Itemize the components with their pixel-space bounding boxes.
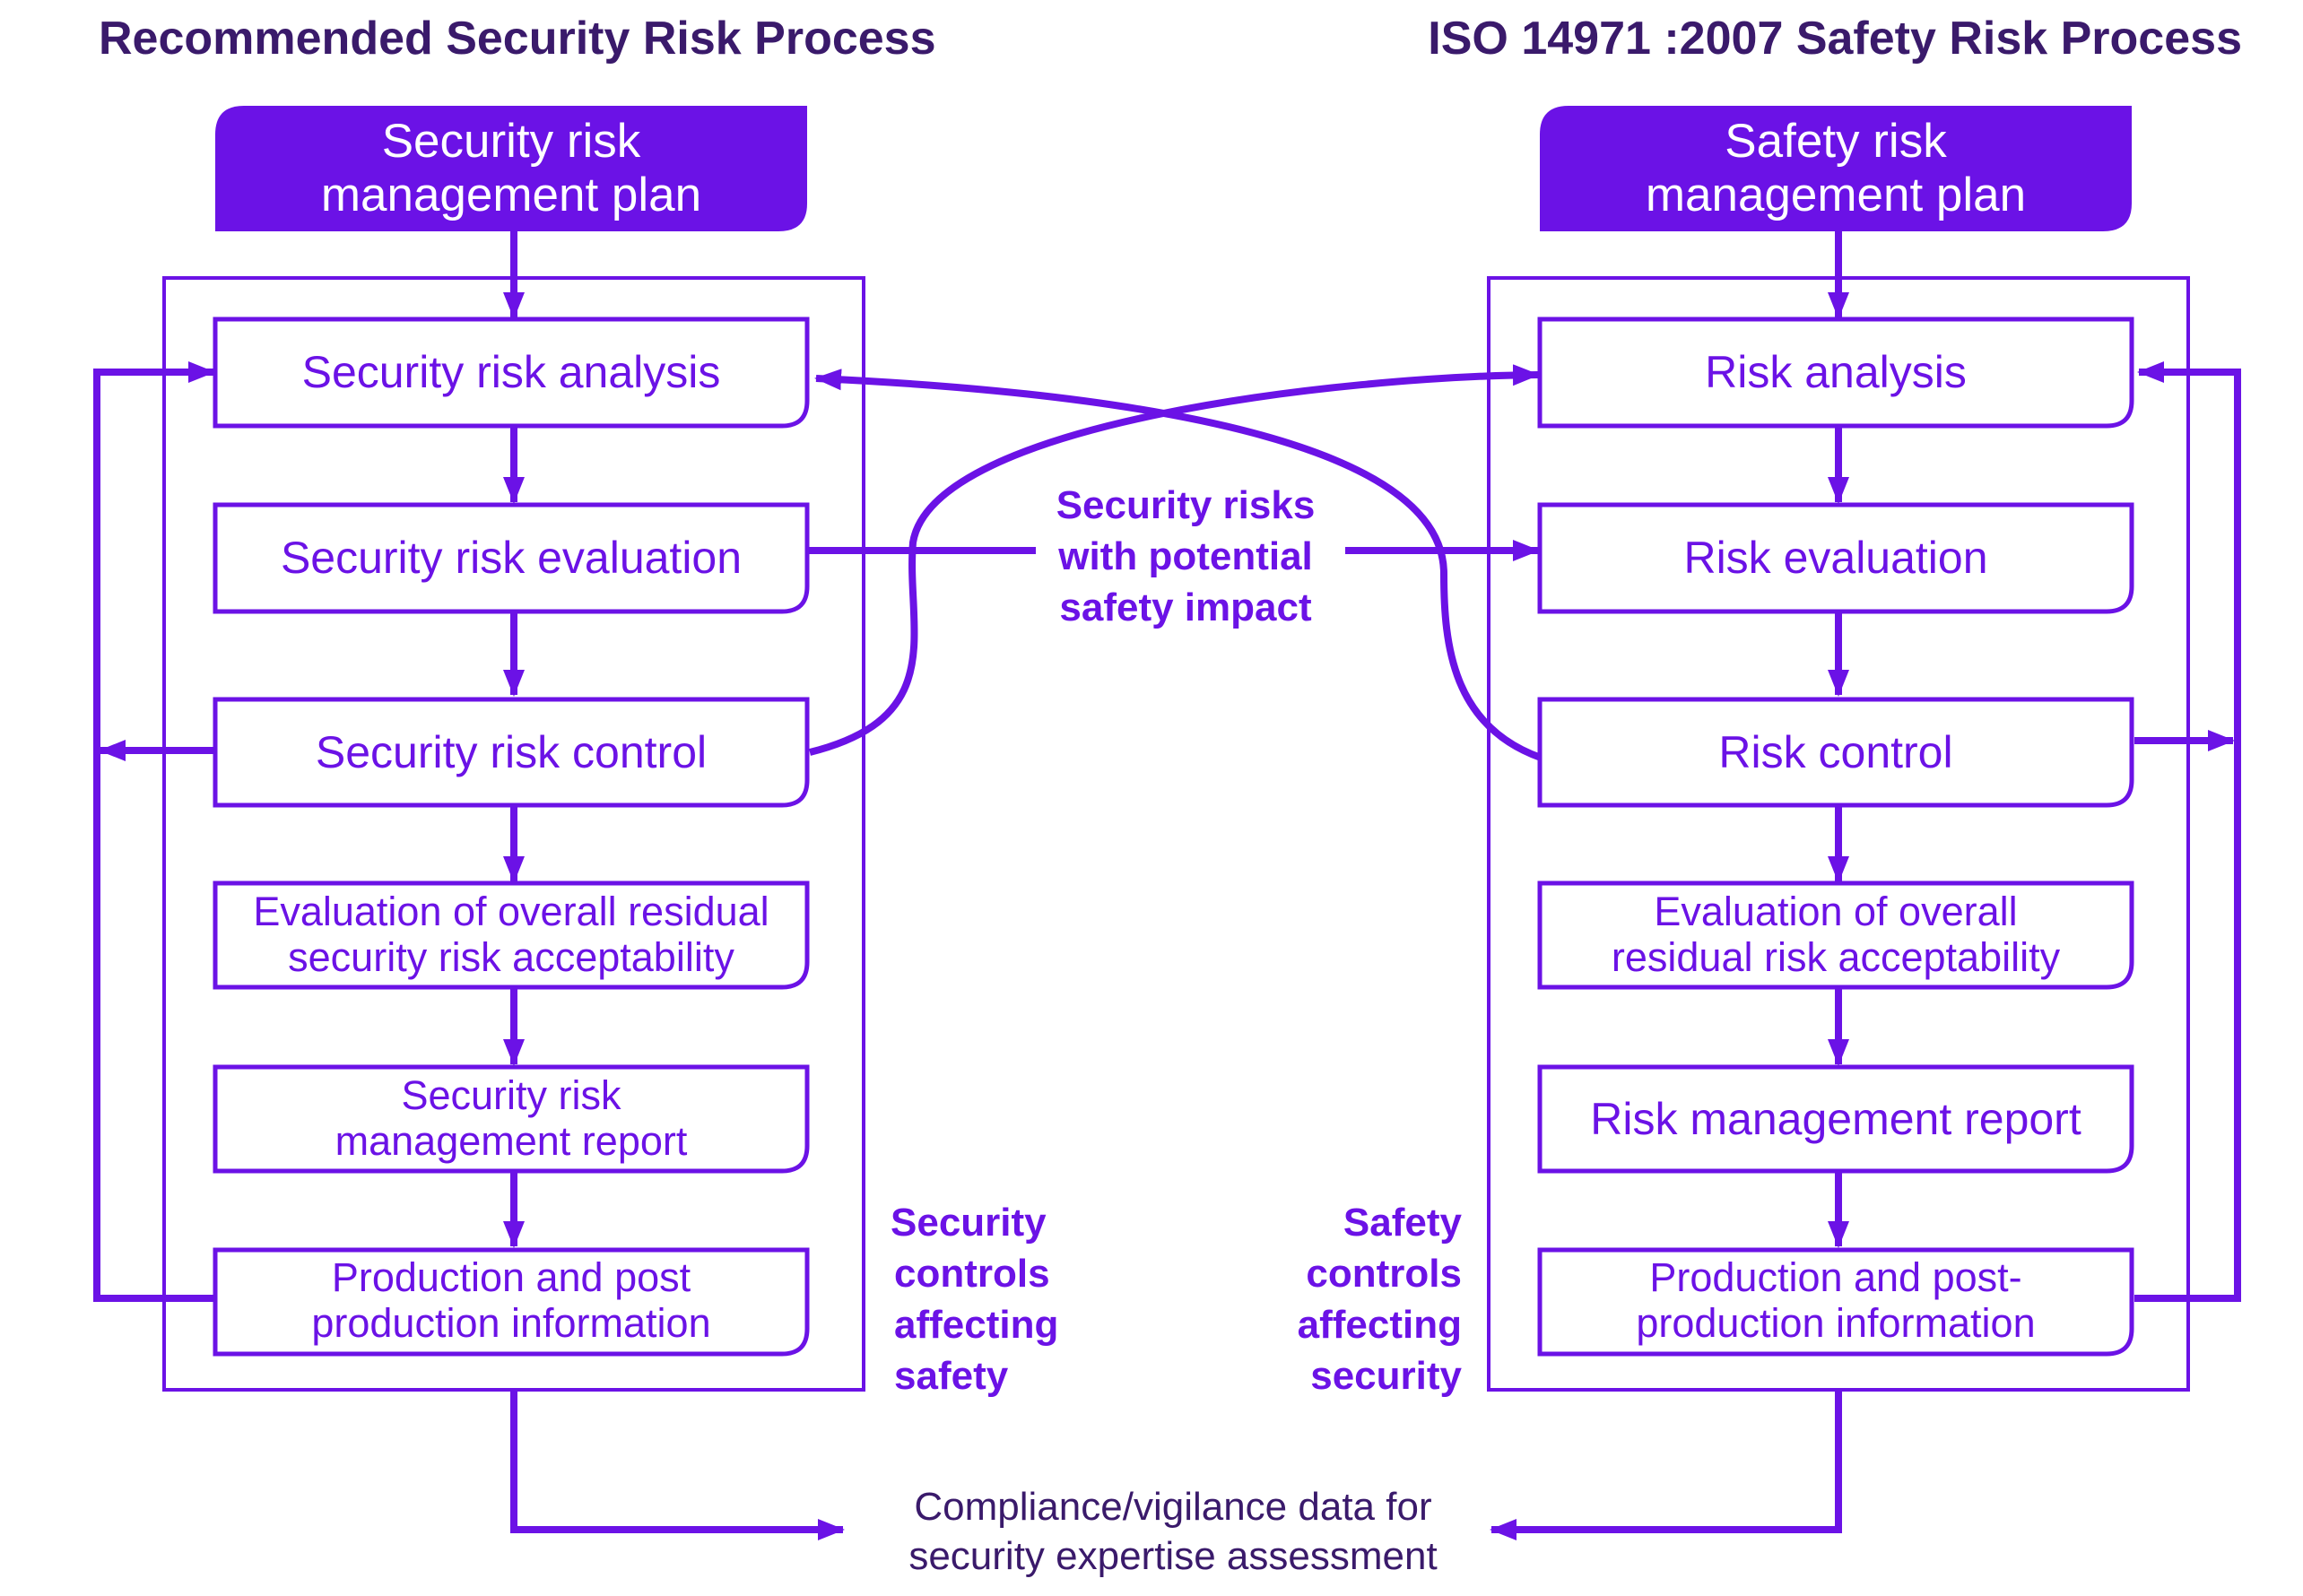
right-plan-header-box — [1540, 106, 2132, 231]
left-step-label-security-risk-analysis: Security risk analysis — [302, 347, 721, 397]
right-step-label-risk-control: Risk control — [1718, 727, 1952, 777]
left-step-box-security-risk-control — [213, 697, 810, 808]
right-step-box-management-report — [1537, 1064, 2134, 1174]
right-controls-label-line1: Safety — [1343, 1201, 1463, 1245]
right-step-label-residual-line2: residual risk acceptability — [1612, 934, 2061, 980]
left-controls-label-line1: Security — [891, 1201, 1047, 1245]
right-step-label-residual-line1: Evaluation of overall — [1654, 889, 2017, 934]
left-step-box-security-risk-evaluation — [213, 502, 810, 614]
right-controls-label-line3: affecting — [1298, 1303, 1462, 1347]
right-feedback-loop — [2134, 361, 2241, 1302]
right-step-box-production-information — [1537, 1247, 2134, 1357]
left-step-box-security-risk-analysis — [213, 317, 810, 429]
left-plan-header-line1: Security risk — [382, 115, 641, 168]
right-to-compliance-arrow — [1490, 1390, 1842, 1540]
left-step-label-production-line2: production information — [311, 1300, 710, 1346]
left-controls-label-line2: controls — [894, 1252, 1050, 1296]
right-step-box-risk-analysis — [1537, 317, 2134, 429]
center-label-line3: safety impact — [1059, 585, 1312, 629]
left-process-title: Recommended Security Risk Process — [99, 13, 936, 65]
center-label-line2: with potential — [1057, 534, 1313, 578]
right-step-label-risk-analysis: Risk analysis — [1705, 347, 1967, 397]
left-step-label-report-line2: management report — [335, 1118, 688, 1164]
center-label-line1: Security risks — [1056, 483, 1316, 527]
left-step-box-management-report — [213, 1064, 810, 1174]
right-plan-header-line1: Safety risk — [1725, 115, 1947, 168]
left-controls-label-line3: affecting — [894, 1303, 1058, 1347]
left-step-label-security-risk-evaluation: Security risk evaluation — [281, 533, 742, 583]
right-step-box-risk-control — [1537, 697, 2134, 808]
right-step-box-risk-evaluation — [1537, 502, 2134, 614]
right-step-label-production-line1: Production and post- — [1649, 1254, 2021, 1300]
right-step-label-production-line2: production information — [1636, 1300, 2035, 1346]
right-controls-label-line4: security — [1310, 1354, 1462, 1398]
left-controls-label-line4: safety — [894, 1354, 1009, 1398]
right-controls-label-line2: controls — [1306, 1252, 1462, 1296]
left-to-compliance-arrow — [510, 1390, 845, 1540]
left-step-label-residual-line1: Evaluation of overall residual — [253, 889, 769, 934]
compliance-label-line2: security expertise assessment — [908, 1534, 1437, 1578]
right-step-box-residual-acceptability — [1537, 880, 2134, 990]
left-plan-header-line2: management plan — [321, 169, 701, 221]
left-feedback-loop — [93, 361, 215, 1302]
compliance-label-line1: Compliance/vigilance data for — [914, 1485, 1431, 1529]
security-control-to-risk-analysis-curve — [809, 364, 1540, 756]
right-step-label-risk-evaluation: Risk evaluation — [1683, 533, 1987, 583]
left-step-box-residual-acceptability — [213, 880, 810, 990]
right-step-label-management-report: Risk management report — [1590, 1094, 2081, 1144]
left-step-label-residual-line2: security risk acceptability — [288, 934, 734, 980]
right-plan-header-line2: management plan — [1646, 169, 2026, 221]
right-process-title: ISO 14971 :2007 Safety Risk Process — [1428, 13, 2242, 65]
left-plan-header-box — [215, 106, 807, 231]
left-step-label-security-risk-control: Security risk control — [316, 727, 707, 777]
risk-control-to-security-analysis-curve — [814, 369, 1543, 761]
left-step-label-report-line1: Security risk — [401, 1072, 621, 1118]
left-step-label-production-line1: Production and post — [332, 1254, 691, 1300]
left-step-box-production-information — [213, 1247, 810, 1357]
